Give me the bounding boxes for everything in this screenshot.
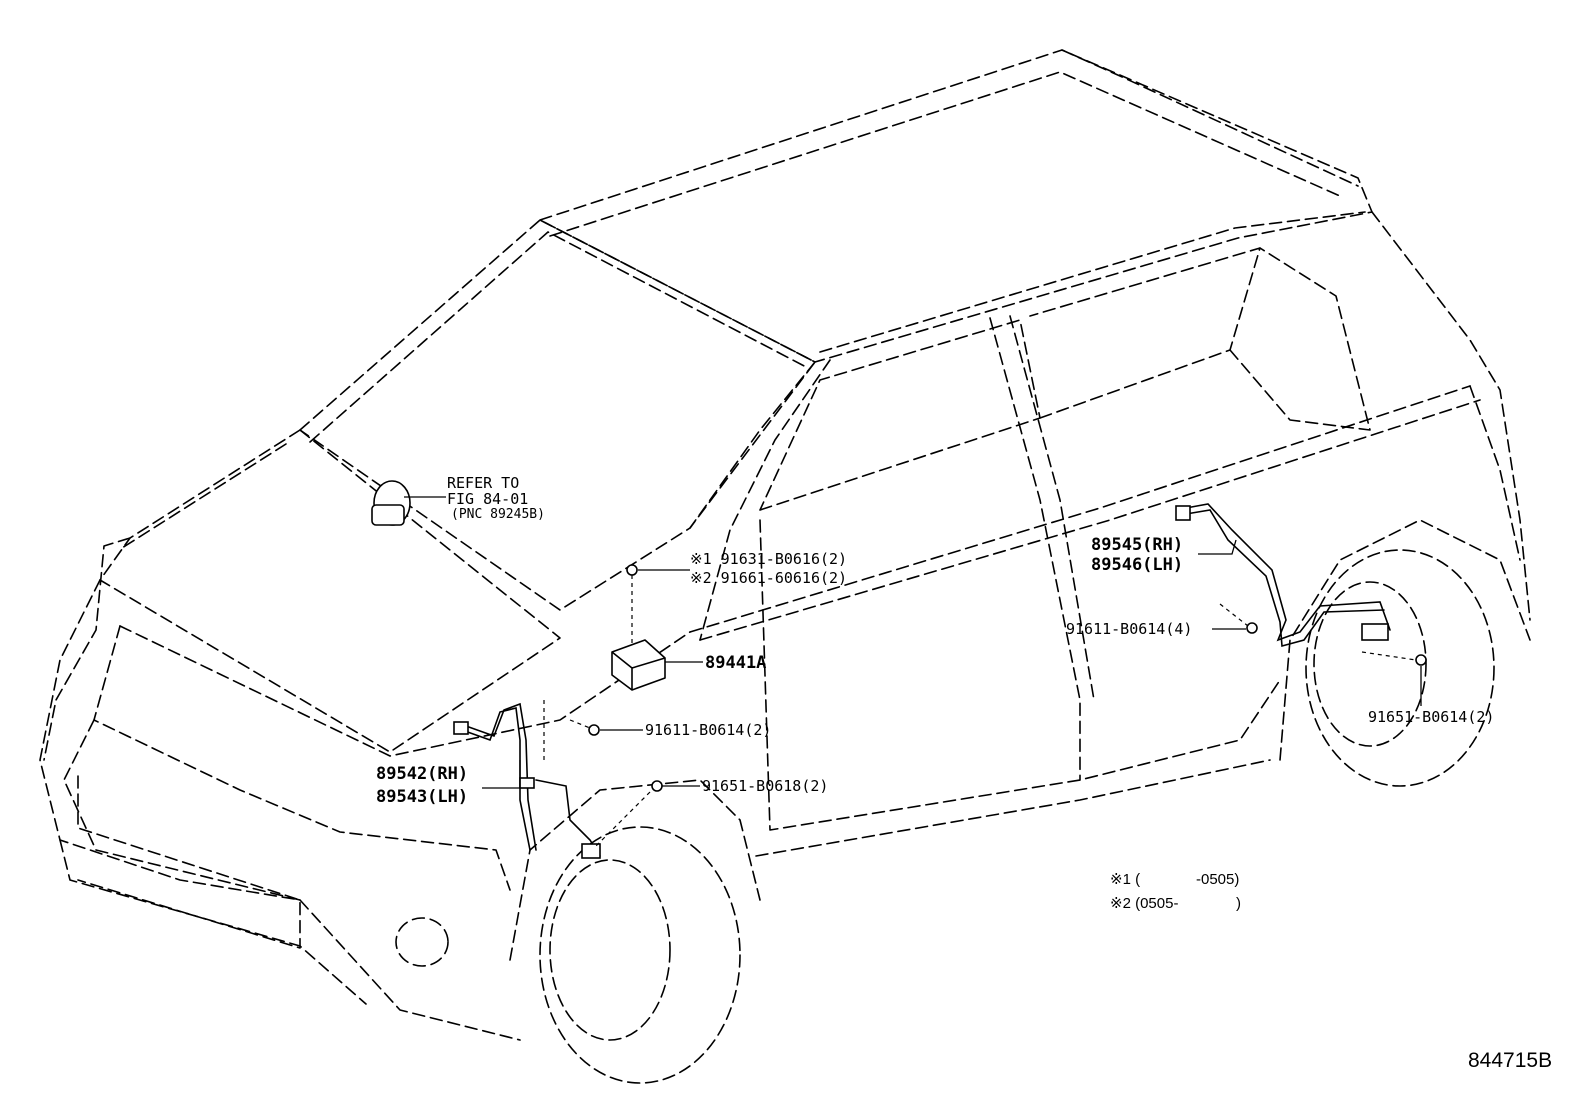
a-pillar-inner: [699, 359, 831, 641]
beltline-lower: [699, 399, 1481, 641]
leader-front-sensor: [482, 760, 521, 789]
sensor-module-edges: [611, 651, 666, 690]
sensor-module-89441a: [611, 639, 666, 691]
roof-outline: [539, 49, 1373, 363]
lower-grille: [59, 839, 367, 1005]
roof-rail: [549, 71, 1341, 237]
clip-front: [588, 724, 600, 736]
rear-harness-connector: [1175, 505, 1191, 521]
front-sensor-lh: 89543(LH): [376, 787, 469, 807]
rear-speed-sensor: [1361, 623, 1389, 641]
referenced-sensor-body: [371, 504, 405, 526]
front-harness-clamp: [519, 777, 535, 789]
front-clip-guide: [569, 719, 591, 729]
bolt-rear: [1415, 654, 1427, 666]
rear-wheel-arch: [1279, 519, 1531, 761]
refer-label-line1: REFER TO: [447, 474, 520, 492]
front-speed-sensor: [581, 843, 601, 859]
front-harness-wire-2: [465, 702, 537, 851]
legend-note-1-mark: ※1 (: [1110, 871, 1141, 888]
b-pillar: [989, 317, 1081, 781]
rear-door-window: [1029, 247, 1261, 419]
illustration-id: 844715B: [1468, 1049, 1553, 1072]
hood: [99, 429, 561, 753]
hood-crease: [119, 625, 691, 757]
rear-clip-part-number: 91611-B0614(4): [1066, 620, 1193, 638]
windshield: [299, 219, 816, 611]
front-bolt-part-number: 91651-B0618(2): [702, 777, 829, 795]
legend-note-2-mark: ※2 (0505-: [1110, 895, 1179, 912]
hood-edge: [121, 443, 287, 549]
fog-lamp: [395, 917, 449, 967]
bolt-front: [651, 780, 663, 792]
a-pillar: [689, 361, 816, 529]
bolt-upper: [626, 564, 638, 576]
rear-bolt-part-number: 91651-B0614(2): [1368, 708, 1495, 726]
front-clip-part-number: 91611-B0614(2): [645, 721, 772, 739]
front-wheel-rim: [549, 859, 671, 1041]
front-sensor-rh: 89542(RH): [376, 764, 469, 784]
headlamp-edge: [43, 537, 131, 761]
rear-bolt-guide: [1361, 651, 1417, 661]
front-bolt-guide: [595, 791, 651, 847]
rear-sensor-lh: 89546(LH): [1091, 555, 1184, 575]
module-part-number: 89441A: [705, 653, 767, 673]
refer-label-line2: FIG 84-01: [447, 490, 529, 508]
rear-pillar: [1371, 211, 1531, 621]
rear-sensor-rh: 89545(RH): [1091, 535, 1184, 555]
rear-lamp: [1469, 385, 1521, 561]
front-window: [759, 319, 1041, 511]
rear-wheel-rim: [1313, 581, 1427, 747]
rear-harness-wire: [1185, 503, 1391, 642]
rear-clip-guide: [1219, 603, 1249, 627]
front-tire: [539, 826, 741, 1084]
roof-rack: [1061, 49, 1359, 187]
front-harness-connector: [453, 721, 469, 735]
quarter-window: [1229, 247, 1371, 431]
refer-label-line3: (PNC 89245B): [451, 507, 545, 522]
legend-note-1-value: -0505): [1196, 871, 1240, 888]
door-bottom: [759, 519, 1281, 831]
legend-note-2-value: ): [1236, 895, 1241, 912]
roof-edge: [819, 211, 1366, 353]
bolt-note-2: ※2 91661-60616(2): [690, 569, 848, 587]
front-harness-wire: [461, 707, 531, 851]
b-pillar-inner: [1009, 315, 1095, 701]
beltline: [689, 385, 1471, 633]
grille-top: [93, 625, 511, 891]
leader-rear-sensor: [1198, 539, 1237, 555]
front-wheel-arch: [509, 779, 761, 961]
rear-tire: [1305, 549, 1495, 787]
grille: [63, 719, 301, 901]
windshield-inner: [309, 231, 809, 443]
rear-harness-wire-2: [1185, 509, 1385, 648]
rocker-panel: [755, 759, 1271, 857]
front-bumper: [39, 579, 521, 1041]
bolt-note-1: ※1 91631-B0616(2): [690, 550, 848, 568]
clip-rear: [1246, 622, 1258, 634]
